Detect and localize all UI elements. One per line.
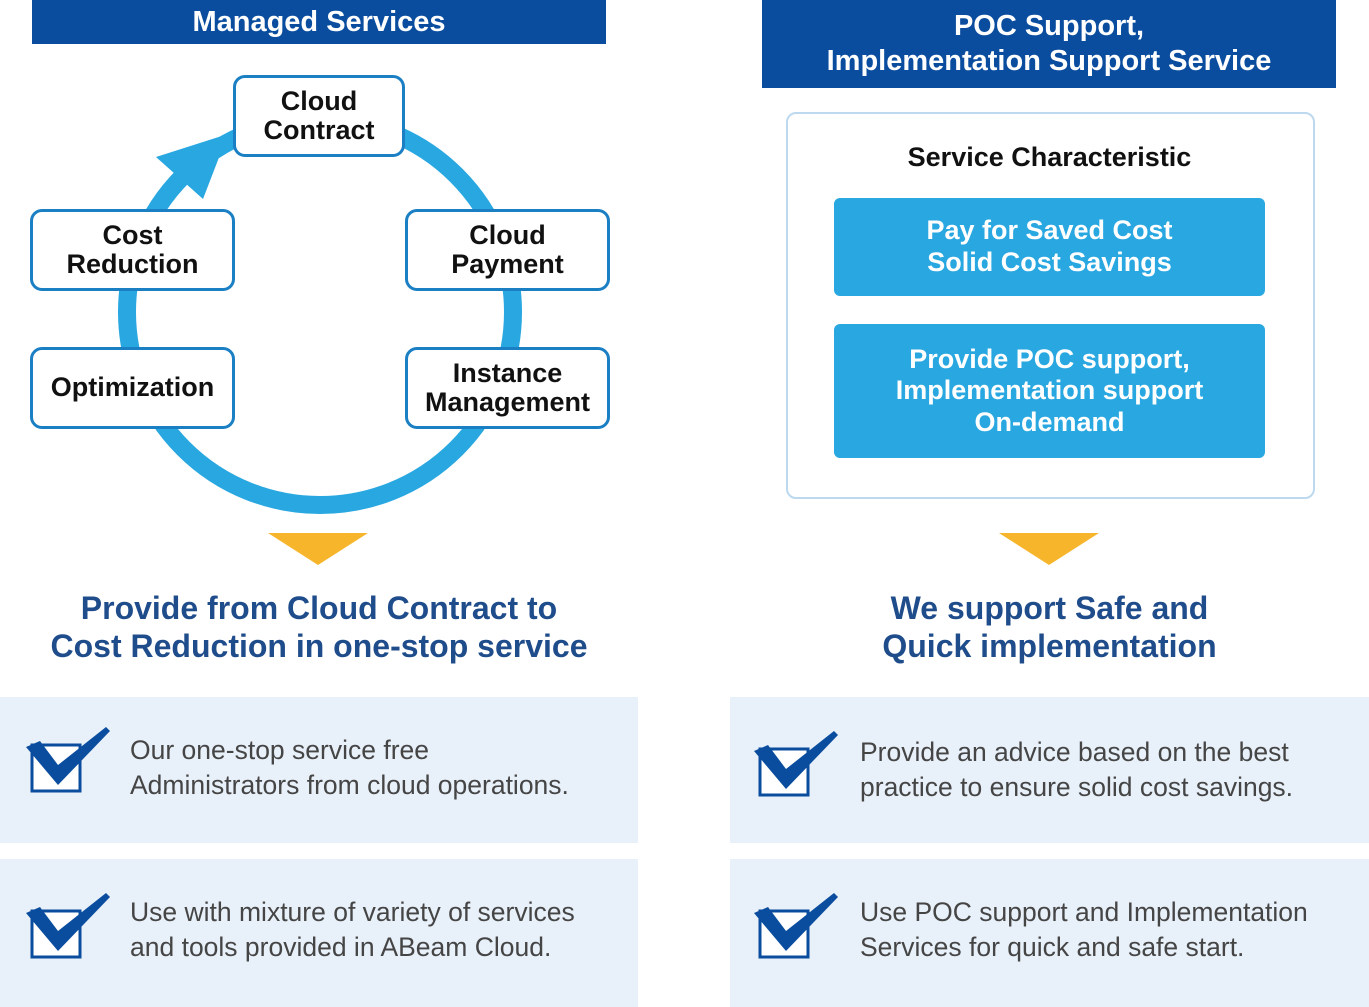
right-feature-2-line1: Use POC support and Implementation — [860, 897, 1308, 927]
node-cloud-contract-line2: Contract — [263, 115, 375, 145]
down-triangle-icon — [999, 533, 1099, 565]
right-feature-2: Use POC support and Implementation Servi… — [730, 859, 1369, 1007]
node-cost-reduction-line2: Reduction — [66, 249, 199, 279]
checkbox-check-icon — [754, 731, 838, 797]
pill-2-line1: Provide POC support, — [909, 343, 1190, 374]
checkbox-check-icon — [26, 727, 110, 793]
left-feature-1: Our one-stop service free Administrators… — [0, 697, 638, 843]
left-headline-line2: Cost Reduction in one-stop service — [50, 628, 588, 665]
node-cloud-payment-line2: Payment — [451, 249, 564, 279]
node-instance-management-line1: Instance — [452, 357, 563, 388]
node-cloud-contract: Cloud Contract — [233, 75, 405, 157]
node-optimization-label: Optimization — [50, 372, 215, 403]
node-instance-management: Instance Management — [405, 347, 610, 429]
checkbox-check-icon — [754, 893, 838, 959]
left-feature-2-line2: and tools provided in ABeam Cloud. — [130, 931, 552, 962]
right-feature-1-line1: Provide an advice based on the best — [860, 737, 1289, 767]
node-instance-management-line2: Management — [424, 387, 591, 417]
left-headline: Provide from Cloud Contract to Cost Redu… — [0, 589, 638, 665]
pill-2-line2: Implementation support — [895, 375, 1204, 406]
poc-support-title-line2: Implementation Support Service — [826, 45, 1272, 77]
node-cost-reduction-line1: Cost — [102, 219, 163, 250]
service-characteristic-title: Service Characteristic — [907, 142, 1192, 172]
node-cloud-contract-line1: Cloud — [280, 85, 358, 116]
right-feature-1-line2: practice to ensure solid cost savings. — [860, 771, 1294, 802]
left-feature-2-line1: Use with mixture of variety of services — [130, 897, 575, 927]
cycle-arrowhead — [156, 134, 228, 199]
managed-services-title: Managed Services — [192, 5, 446, 38]
left-feature-2: Use with mixture of variety of services … — [0, 859, 638, 1007]
poc-support-header: POC Support, Implementation Support Serv… — [762, 0, 1336, 88]
node-cloud-payment-line1: Cloud — [469, 219, 546, 250]
pill-pay-for-saved-cost: Pay for Saved Cost Solid Cost Savings — [834, 198, 1265, 296]
left-feature-1-line2: Administrators from cloud operations. — [130, 769, 569, 800]
right-feature-1: Provide an advice based on the best prac… — [730, 697, 1369, 843]
node-cloud-payment: Cloud Payment — [405, 209, 610, 291]
left-feature-1-line1: Our one-stop service free — [130, 735, 429, 765]
right-feature-2-line2: Services for quick and safe start. — [860, 931, 1245, 962]
checkbox-check-icon — [26, 893, 110, 959]
managed-services-header: Managed Services — [32, 0, 606, 44]
down-triangle-icon — [268, 533, 368, 565]
right-headline: We support Safe and Quick implementation — [730, 589, 1369, 665]
pill-2-line3: On-demand — [974, 406, 1125, 437]
node-cost-reduction: Cost Reduction — [30, 209, 235, 291]
pill-provide-poc-support: Provide POC support, Implementation supp… — [834, 324, 1265, 458]
right-headline-line2: Quick implementation — [882, 628, 1217, 665]
node-optimization: Optimization — [30, 347, 235, 429]
pill-1-line1: Pay for Saved Cost — [926, 215, 1173, 246]
poc-support-title-line1: POC Support, — [953, 10, 1145, 43]
left-headline-line1: Provide from Cloud Contract to — [80, 590, 558, 626]
right-headline-line1: We support Safe and — [890, 590, 1209, 626]
pill-1-line2: Solid Cost Savings — [927, 247, 1172, 277]
